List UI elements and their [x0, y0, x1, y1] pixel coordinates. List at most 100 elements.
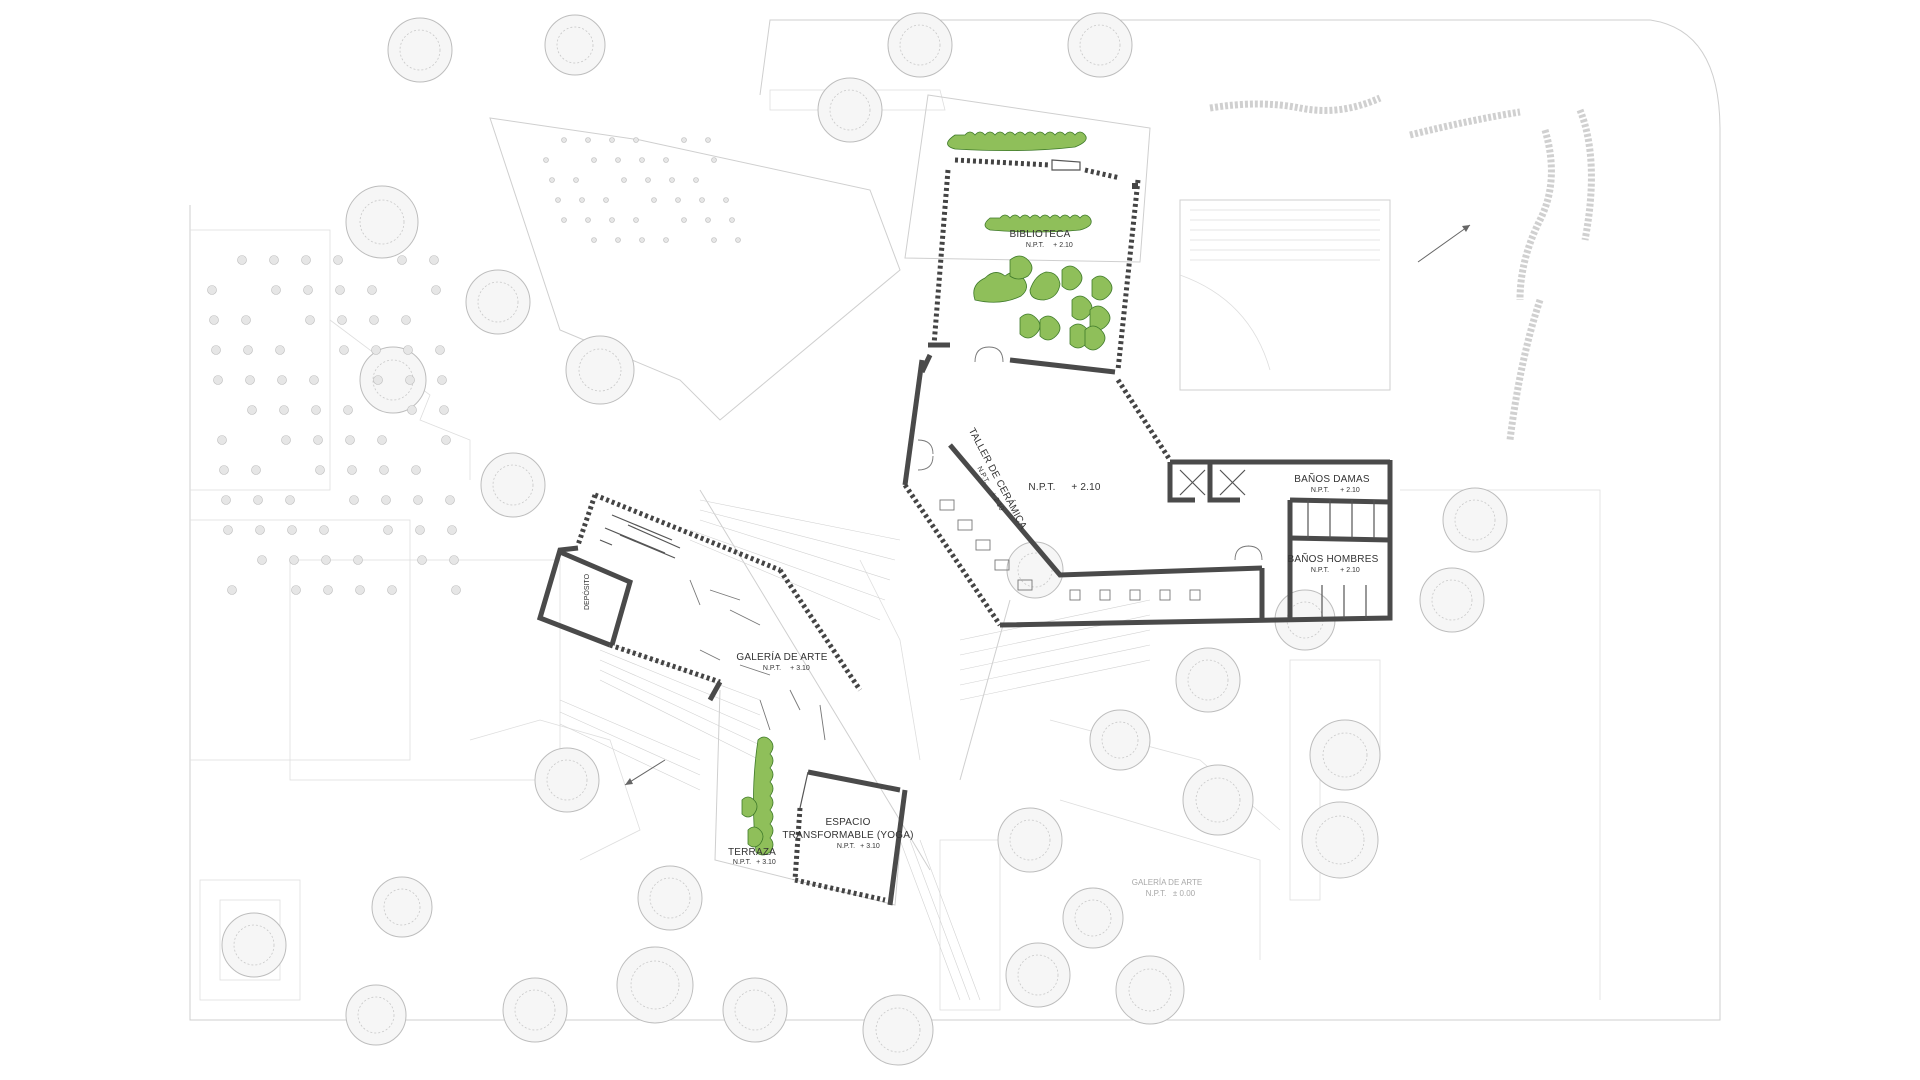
shrub [387, 585, 397, 595]
trees [221, 12, 1508, 1066]
shrub [255, 525, 265, 535]
shrub [257, 555, 267, 565]
shrub [377, 435, 387, 445]
svg-text:N.P.T.: N.P.T. [733, 859, 751, 866]
shrub [549, 177, 555, 183]
shrub [711, 157, 717, 163]
ramp-hatching [559, 499, 1151, 1001]
shrub [591, 237, 597, 243]
shrub [305, 315, 315, 325]
room-labels: BIBLIOTECA N.P.T. + 2.10 TALLER DE CERÁM… [582, 229, 1379, 898]
shrub [441, 435, 451, 445]
shrub [335, 285, 345, 295]
tree [1182, 764, 1254, 836]
shrub [663, 237, 669, 243]
svg-text:BIBLIOTECA: BIBLIOTECA [1010, 229, 1071, 240]
shrub [591, 157, 597, 163]
tree [1062, 887, 1124, 949]
shrub [401, 315, 411, 325]
yoga-wing [714, 689, 908, 906]
svg-text:GALERÍA DE ARTE: GALERÍA DE ARTE [736, 650, 827, 663]
shrub [221, 495, 231, 505]
shrub [555, 197, 561, 203]
svg-text:GALERÍA DE ARTE: GALERÍA DE ARTE [1132, 878, 1203, 887]
shrub [397, 255, 407, 265]
tree [1089, 709, 1151, 771]
tree [534, 747, 600, 813]
tree [565, 335, 635, 405]
shrub [367, 285, 377, 295]
shrub [435, 345, 445, 355]
tree [387, 17, 453, 83]
tree [1301, 801, 1379, 879]
label-corredor: N.P.T. + 2.10 [1028, 482, 1100, 493]
shrub [561, 137, 567, 143]
shrub [353, 555, 363, 565]
shrub [699, 197, 705, 203]
shrub [621, 177, 627, 183]
site-context [189, 19, 1721, 1021]
svg-text:N.P.T.: N.P.T. [837, 843, 855, 850]
shrub [243, 345, 253, 355]
shrub [403, 345, 413, 355]
tree [1175, 647, 1241, 713]
shrub [633, 217, 639, 223]
svg-text:BAÑOS HOMBRES: BAÑOS HOMBRES [1288, 552, 1379, 565]
svg-text:N.P.T.: N.P.T. [1311, 487, 1329, 494]
shrub [349, 495, 359, 505]
shrub [609, 137, 615, 143]
tree [480, 452, 546, 518]
shrub [669, 177, 675, 183]
shrub [237, 255, 247, 265]
shrub [271, 285, 281, 295]
shrub [303, 285, 313, 295]
svg-text:N.P.T.: N.P.T. [1026, 242, 1044, 249]
shrub [437, 375, 447, 385]
shrub [253, 495, 263, 505]
shrub [291, 585, 301, 595]
shrub [371, 345, 381, 355]
tree [887, 12, 953, 78]
shrub [321, 555, 331, 565]
svg-text:N.P.T.: N.P.T. [1311, 567, 1329, 574]
shrub-rows-east [1209, 94, 1595, 441]
shrub [415, 525, 425, 535]
shrub [609, 217, 615, 223]
shrub [447, 525, 457, 535]
shrub [573, 177, 579, 183]
shrub [431, 285, 441, 295]
shrub [247, 405, 257, 415]
shrub [287, 525, 297, 535]
taller-wing [902, 346, 1393, 628]
label-banos-damas: BAÑOS DAMAS N.P.T. + 2.10 [1294, 472, 1369, 494]
shrub [579, 197, 585, 203]
svg-text:TERRAZA: TERRAZA [728, 847, 776, 858]
biblioteca-planters [947, 131, 1113, 351]
shrub [345, 435, 355, 445]
shrub [663, 157, 669, 163]
shrub [561, 217, 567, 223]
label-taller: TALLER DE CERÁMICA N.P.T. + 2.10 [966, 425, 1031, 531]
label-terraza: TERRAZA N.P.T. + 3.10 [728, 847, 776, 866]
tree [817, 77, 883, 143]
svg-text:+ 3.10: + 3.10 [790, 665, 810, 672]
shrub [323, 585, 333, 595]
shrub [289, 555, 299, 565]
shrub [729, 217, 735, 223]
shrub [337, 315, 347, 325]
shrub [213, 375, 223, 385]
shrub [339, 345, 349, 355]
shrub [313, 435, 323, 445]
shrub [251, 465, 261, 475]
shrub [343, 405, 353, 415]
shrub [355, 585, 365, 595]
label-galeria: GALERÍA DE ARTE N.P.T. + 3.10 [736, 650, 827, 672]
shrub [449, 555, 459, 565]
shrub [411, 465, 421, 475]
svg-text:N.P.T.: N.P.T. [763, 665, 781, 672]
tree [345, 984, 407, 1046]
shrub [681, 137, 687, 143]
shrub [311, 405, 321, 415]
tree [1309, 719, 1381, 791]
svg-text:N.P.T.: N.P.T. [1028, 482, 1055, 493]
